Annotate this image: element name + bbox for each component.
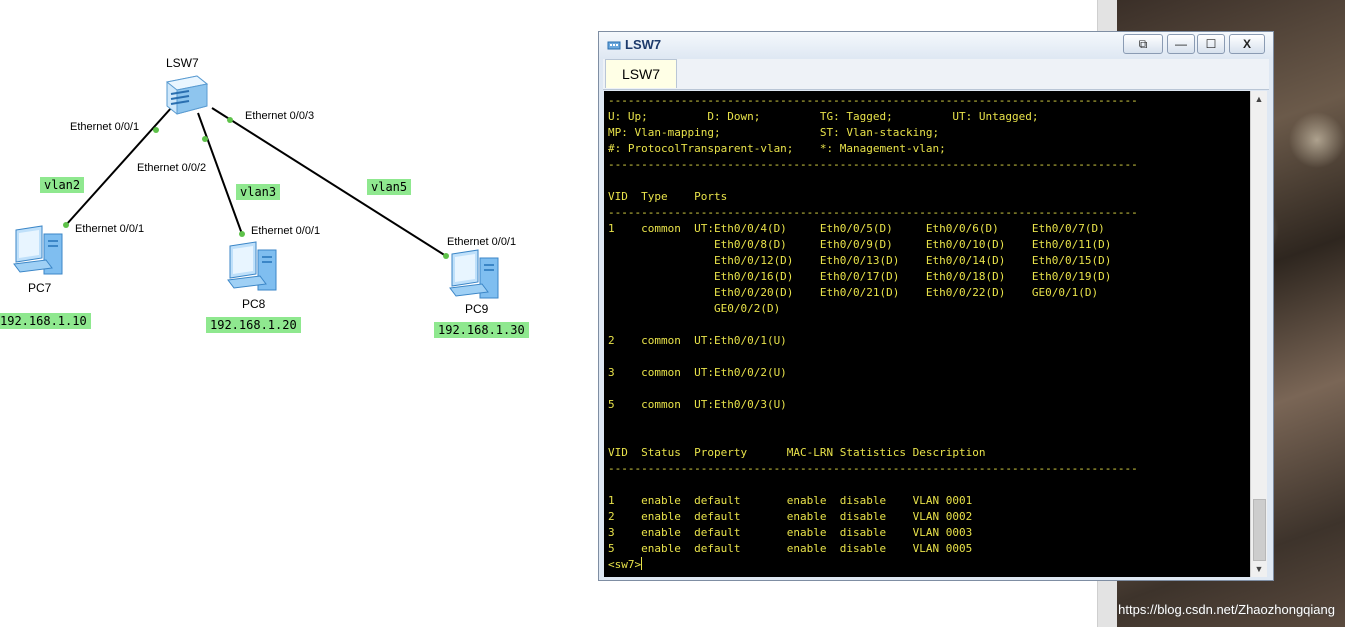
terminal-line: #: ProtocolTransparent-vlan; *: Manageme… xyxy=(608,142,946,155)
pc-name: PC8 xyxy=(242,297,266,311)
terminal-line: 1 enable default enable disable VLAN 000… xyxy=(608,494,973,507)
vlan-tag: vlan2 xyxy=(40,177,85,193)
terminal-line: 1 common UT:Eth0/0/4(D) Eth0/0/5(D) Eth0… xyxy=(608,222,1105,235)
terminal-scrollbar[interactable]: ▲ ▼ xyxy=(1250,91,1267,577)
terminal-line: 5 enable default enable disable VLAN 000… xyxy=(608,542,973,555)
terminal-line: Eth0/0/20(D) Eth0/0/21(D) Eth0/0/22(D) G… xyxy=(608,286,1099,299)
link-pc9 xyxy=(211,107,447,257)
terminal-line: 2 enable default enable disable VLAN 000… xyxy=(608,510,973,523)
pc-port-label: Ethernet 0/0/1 xyxy=(447,236,517,248)
terminal-line: VID Status Property MAC-LRN Statistics D… xyxy=(608,446,986,459)
terminal-output[interactable]: ----------------------------------------… xyxy=(604,91,1250,577)
port-dot xyxy=(239,231,245,237)
terminal-line: Eth0/0/8(D) Eth0/0/9(D) Eth0/0/10(D) Eth… xyxy=(608,238,1112,251)
topology-canvas[interactable]: LSW7 Ethernet 0/0/1 Ethernet 0/0/2 Ether… xyxy=(0,0,1100,627)
pc-port-label: Ethernet 0/0/1 xyxy=(251,225,321,237)
switch-name: LSW7 xyxy=(166,56,199,70)
link-pc8 xyxy=(197,112,243,235)
terminal-line: ----------------------------------------… xyxy=(608,462,1138,475)
terminal-line: ----------------------------------------… xyxy=(608,94,1138,107)
pc-icon[interactable] xyxy=(12,224,68,282)
minimize-button[interactable]: — xyxy=(1167,34,1195,54)
ip-tag: 192.168.1.30 xyxy=(434,322,529,338)
tab-bar: LSW7 xyxy=(603,59,1269,90)
text-cursor xyxy=(641,557,643,570)
vlan-tag: vlan3 xyxy=(236,184,281,200)
port-dot xyxy=(227,117,233,123)
close-button[interactable]: X xyxy=(1229,34,1265,54)
console-window[interactable]: LSW7 ⧉ — ☐ X LSW7 ----------------------… xyxy=(598,31,1274,581)
terminal-line: 3 common UT:Eth0/0/2(U) xyxy=(608,366,787,379)
switch-app-icon xyxy=(607,41,621,50)
watermark: https://blog.csdn.net/Zhaozhongqiang xyxy=(1118,602,1335,617)
switch-port-label: Ethernet 0/0/2 xyxy=(137,162,207,174)
pc-icon[interactable] xyxy=(448,248,504,306)
terminal-line: VID Type Ports xyxy=(608,190,728,203)
scroll-down-icon[interactable]: ▼ xyxy=(1254,564,1264,574)
ip-tag: 192.168.1.10 xyxy=(0,313,91,329)
switch-port-label: Ethernet 0/0/1 xyxy=(70,121,140,133)
ip-tag: 192.168.1.20 xyxy=(206,317,301,333)
window-titlebar[interactable]: LSW7 ⧉ — ☐ X xyxy=(599,32,1273,58)
scroll-up-icon[interactable]: ▲ xyxy=(1254,94,1264,104)
port-dot xyxy=(202,136,208,142)
switch-port-label: Ethernet 0/0/3 xyxy=(245,110,315,122)
link-pc7 xyxy=(65,106,173,226)
terminal-line: 3 enable default enable disable VLAN 000… xyxy=(608,526,973,539)
terminal-line: GE0/0/2(D) xyxy=(608,302,781,315)
terminal-line: Eth0/0/12(D) Eth0/0/13(D) Eth0/0/14(D) E… xyxy=(608,254,1112,267)
command-prompt[interactable]: <sw7> xyxy=(608,558,642,571)
link-layer xyxy=(63,106,449,259)
port-dot xyxy=(443,253,449,259)
maximize-button[interactable]: ☐ xyxy=(1197,34,1225,54)
tab-lsw7[interactable]: LSW7 xyxy=(605,59,677,88)
vlan-tag: vlan5 xyxy=(367,179,412,195)
pc-port-label: Ethernet 0/0/1 xyxy=(75,223,145,235)
terminal-line: 2 common UT:Eth0/0/1(U) xyxy=(608,334,787,347)
port-dot xyxy=(153,127,159,133)
port-dot xyxy=(63,222,69,228)
terminal-line: ----------------------------------------… xyxy=(608,206,1138,219)
pc-name: PC7 xyxy=(28,281,52,295)
terminal-line: ----------------------------------------… xyxy=(608,158,1138,171)
scrollbar-thumb[interactable] xyxy=(1253,499,1266,561)
terminal-text: ----------------------------------------… xyxy=(604,91,1250,573)
terminal-line: MP: Vlan-mapping; ST: Vlan-stacking; xyxy=(608,126,940,139)
window-title: LSW7 xyxy=(625,37,662,52)
pc-name: PC9 xyxy=(465,302,489,316)
switch-icon[interactable] xyxy=(163,72,209,118)
terminal-line: U: Up; D: Down; TG: Tagged; UT: Untagged… xyxy=(608,110,1039,123)
terminal-line: 5 common UT:Eth0/0/3(U) xyxy=(608,398,787,411)
restore-button[interactable]: ⧉ xyxy=(1123,34,1163,54)
terminal-line: Eth0/0/16(D) Eth0/0/17(D) Eth0/0/18(D) E… xyxy=(608,270,1112,283)
pc-icon[interactable] xyxy=(226,240,282,298)
